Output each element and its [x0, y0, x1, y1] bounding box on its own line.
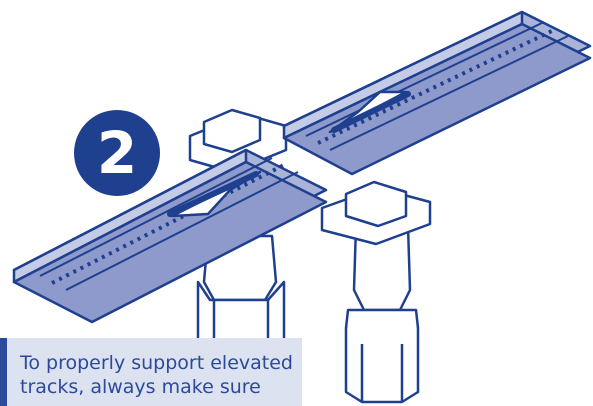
support-cap-right — [322, 182, 430, 244]
note-line: To properly support elevated — [20, 351, 300, 375]
note-accent-bar — [0, 338, 7, 406]
step-number-badge: 2 — [74, 110, 160, 196]
note-line: tracks, always make sure — [20, 375, 300, 399]
support-front-right — [346, 226, 418, 402]
note-box: To properly support elevated tracks, alw… — [0, 338, 302, 406]
note-text: To properly support elevated tracks, alw… — [20, 351, 300, 399]
track-right — [284, 12, 590, 174]
